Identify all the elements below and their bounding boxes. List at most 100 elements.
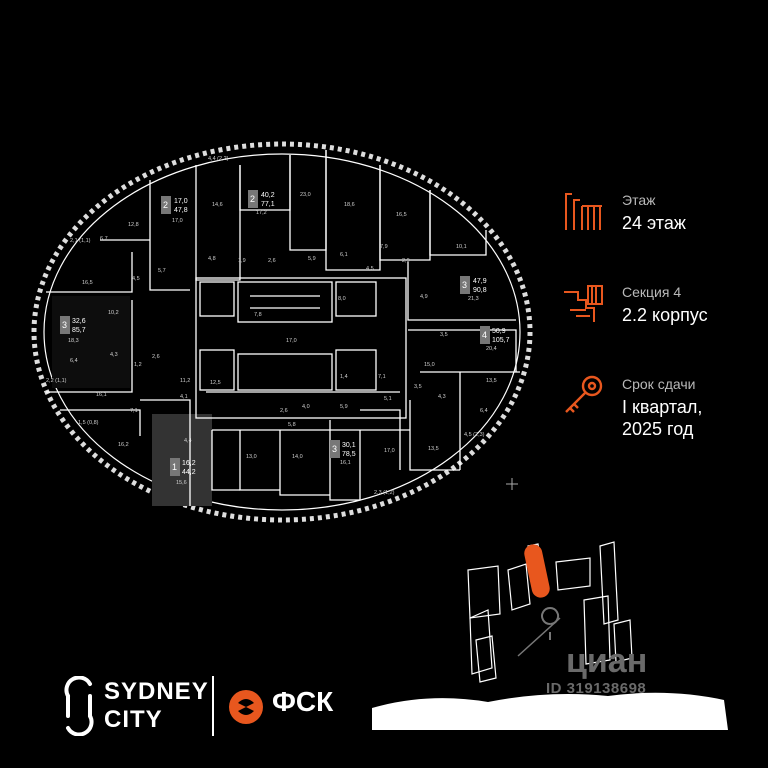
room-area: 4,5 (2,3) — [464, 432, 485, 438]
room-area: 18,3 — [68, 338, 79, 344]
room-area: 7,8 — [254, 312, 262, 318]
svg-text:47,9: 47,9 — [473, 278, 487, 285]
room-area: 4,8 — [208, 256, 216, 262]
room-area: 12,5 — [210, 380, 221, 386]
room-area: 1,5 (0,8) — [78, 420, 99, 426]
logo-divider — [212, 676, 214, 736]
room-area: 5,9 — [340, 404, 348, 410]
apartment-badge[interactable]: 3 47,9 90,8 — [460, 276, 487, 294]
svg-text:3: 3 — [62, 320, 67, 330]
apartment-badge[interactable]: 2 40,2 77,1 — [248, 190, 275, 208]
room-area: 3,5 — [414, 384, 422, 390]
section-icon — [564, 285, 603, 322]
svg-text:105,7: 105,7 — [492, 337, 510, 344]
room-area: 6,4 — [480, 408, 488, 414]
section-value: 2.2 корпус — [622, 305, 708, 325]
floor-info-row: Этаж 24 этаж — [562, 190, 762, 282]
map-pin-icon — [541, 607, 559, 640]
room-area: 5,9 — [308, 256, 316, 262]
room-area: 7,1 — [378, 374, 386, 380]
room-area: 13,5 — [428, 446, 439, 452]
svg-text:4: 4 — [482, 330, 487, 340]
room-area: 2,6 — [152, 354, 160, 360]
room-area: 2,2 (1,1) — [46, 378, 67, 384]
room-area: 6,7 — [100, 236, 108, 242]
partition-walls — [46, 150, 520, 506]
key-icon — [565, 375, 603, 413]
sydney-logo-line1: SYDNEY — [104, 678, 209, 705]
apartment-badge[interactable]: 4 50,9 105,7 — [480, 326, 510, 344]
room-area: 6,4 — [70, 358, 78, 364]
svg-text:2: 2 — [163, 200, 168, 210]
svg-text:40,2: 40,2 — [261, 192, 275, 199]
deadline-label: Срок сдачи — [622, 376, 696, 392]
room-area: 17,0 — [172, 218, 183, 224]
apartment-badge[interactable]: 3 32,6 85,7 — [60, 316, 86, 334]
apartment-badge[interactable]: 1 16,2 44,2 — [170, 458, 196, 476]
svg-text:3: 3 — [462, 280, 467, 290]
room-area: 12,8 — [128, 222, 139, 228]
room-area: 5,8 — [288, 422, 296, 428]
svg-text:30,1: 30,1 — [342, 442, 356, 449]
compass-icon — [506, 478, 518, 490]
river-contour — [372, 692, 728, 730]
minimap-buildings — [467, 541, 633, 683]
room-area: 10,1 — [456, 244, 467, 250]
room-area: 1,2 — [134, 362, 142, 368]
cian-listing-id: ID 319138698 — [546, 680, 647, 697]
room-area: 5,7 — [158, 268, 166, 274]
room-area: 5,1 — [384, 396, 392, 402]
room-area: 15,0 — [424, 362, 435, 368]
room-area: 11,2 — [180, 378, 190, 384]
room-area: 2,1 (1,1) — [70, 238, 91, 244]
room-area: 4,4 (2,2) — [208, 156, 229, 162]
fsk-logo-text: ФСК — [272, 686, 334, 717]
section-info-row: Секция 4 2.2 корпус — [562, 282, 762, 374]
svg-text:50,9: 50,9 — [492, 328, 506, 335]
room-area: 7,1 — [130, 408, 138, 414]
section-label: Секция 4 — [622, 284, 682, 300]
room-area: 17,2 — [256, 210, 267, 216]
sydney-city-logo-text: SYDNEY CITY — [104, 678, 209, 734]
svg-text:16,2: 16,2 — [182, 460, 196, 467]
room-area: 21,3 — [468, 296, 479, 302]
room-area: 14,6 — [212, 202, 223, 208]
room-area: 17,0 — [286, 338, 297, 344]
current-building-marker — [524, 544, 550, 598]
svg-text:44,2: 44,2 — [182, 469, 196, 476]
building-outline-dashed — [31, 141, 533, 523]
svg-text:2: 2 — [250, 194, 255, 204]
svg-text:85,7: 85,7 — [72, 327, 86, 334]
room-area-labels: 4,4 (2,2) 14,6 17,2 23,0 18,6 16,5 12,8 … — [46, 156, 497, 496]
room-area: 2,3 (1,2) — [374, 490, 395, 496]
floor-value: 24 этаж — [622, 213, 686, 233]
room-area: 4,0 — [302, 404, 310, 410]
room-area: 4,5 — [366, 266, 374, 272]
apt-highlight-1room[interactable] — [152, 414, 212, 506]
room-area: 23,0 — [300, 192, 311, 198]
room-area: 13,5 — [486, 378, 497, 384]
location-minimap — [372, 541, 728, 730]
room-area: 7,9 — [380, 244, 388, 250]
floor-icon — [565, 193, 602, 230]
apartment-badge[interactable]: 2 17,0 47,8 — [161, 196, 188, 214]
room-area: 4,9 — [420, 294, 428, 300]
room-area: 1,9 — [238, 258, 246, 264]
room-area: 4,3 — [110, 352, 118, 358]
svg-text:32,6: 32,6 — [72, 318, 86, 325]
river-label: Р.МОСКВА — [372, 714, 412, 723]
room-area: 16,1 — [96, 392, 107, 398]
apartment-badge[interactable]: 3 30,1 78,5 — [330, 440, 356, 458]
sydney-city-logo-icon — [64, 676, 94, 736]
room-area: 2,9 — [402, 258, 410, 264]
room-area: 17,0 — [384, 448, 395, 454]
room-area: 10,2 — [108, 310, 119, 316]
room-area: 15,6 — [176, 480, 187, 486]
svg-text:3: 3 — [332, 444, 337, 454]
svg-text:47,8: 47,8 — [174, 207, 188, 214]
svg-text:90,8: 90,8 — [473, 287, 487, 294]
deadline-value: I квартал, 2025 год — [622, 396, 702, 440]
svg-text:77,1: 77,1 — [261, 201, 275, 208]
floor-label: Этаж — [622, 192, 656, 208]
